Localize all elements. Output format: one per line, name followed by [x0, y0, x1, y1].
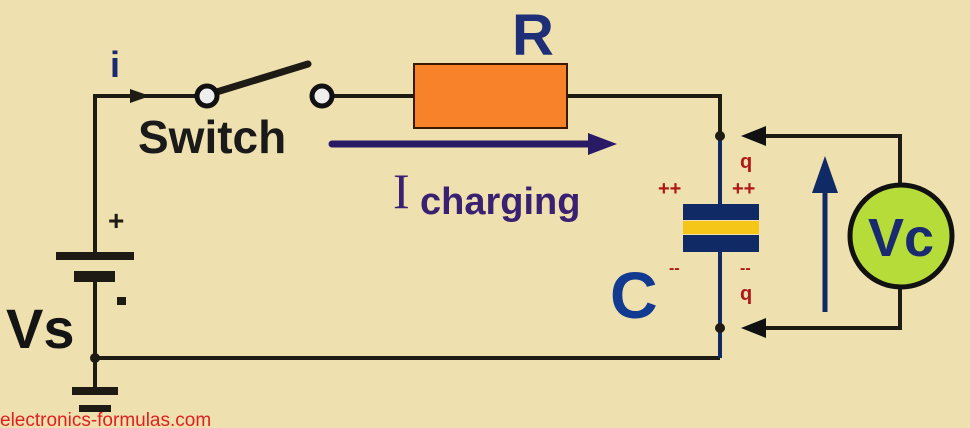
voltmeter	[847, 182, 955, 290]
ground-icon	[72, 387, 118, 395]
arrowhead-left-icon	[741, 126, 766, 146]
junction-dot	[90, 353, 100, 363]
junction-dot	[715, 131, 725, 141]
arrowhead-left-icon	[741, 318, 766, 338]
top-wire	[93, 94, 207, 256]
switch-symbol	[194, 60, 335, 109]
meter-bottom-wire	[752, 285, 902, 330]
battery-positive-plate	[56, 252, 134, 260]
charge-q-top: q	[740, 151, 752, 173]
resistor-label: R	[512, 3, 554, 68]
capacitor-top-plate	[683, 204, 759, 220]
charging-current-subscript: charging	[420, 181, 580, 223]
capacitor-label: C	[610, 258, 658, 332]
battery-minus-sign	[117, 297, 126, 305]
current-arrow-icon	[130, 89, 150, 103]
source-label: Vs	[6, 297, 75, 360]
meter-top-wire	[752, 134, 902, 185]
charge-q-bottom: q	[740, 283, 752, 305]
current-label: i	[110, 44, 120, 85]
watermark: electronics-formulas.com	[0, 410, 211, 428]
plus-charges-right: ++	[732, 178, 755, 200]
plus-charges-left: ++	[658, 178, 681, 200]
ground-icon	[79, 405, 111, 412]
arrowhead-icon	[588, 133, 617, 155]
resistor-to-capacitor-wire	[567, 94, 722, 136]
minus-charges-right: --	[740, 260, 751, 277]
resistor	[413, 63, 568, 129]
battery-negative-plate	[74, 271, 115, 282]
voltmeter-label: Vc	[868, 208, 934, 268]
charging-current-label: I	[393, 163, 410, 219]
switch-label: Switch	[138, 111, 286, 163]
arrowhead-up-icon	[812, 156, 838, 193]
battery-plus-sign: +	[108, 205, 124, 236]
capacitor-dielectric	[683, 221, 759, 234]
minus-charges-left: --	[669, 260, 680, 277]
circuit-wires	[93, 94, 902, 390]
capacitor-bottom-plate	[683, 235, 759, 252]
junction-dot	[715, 323, 725, 333]
